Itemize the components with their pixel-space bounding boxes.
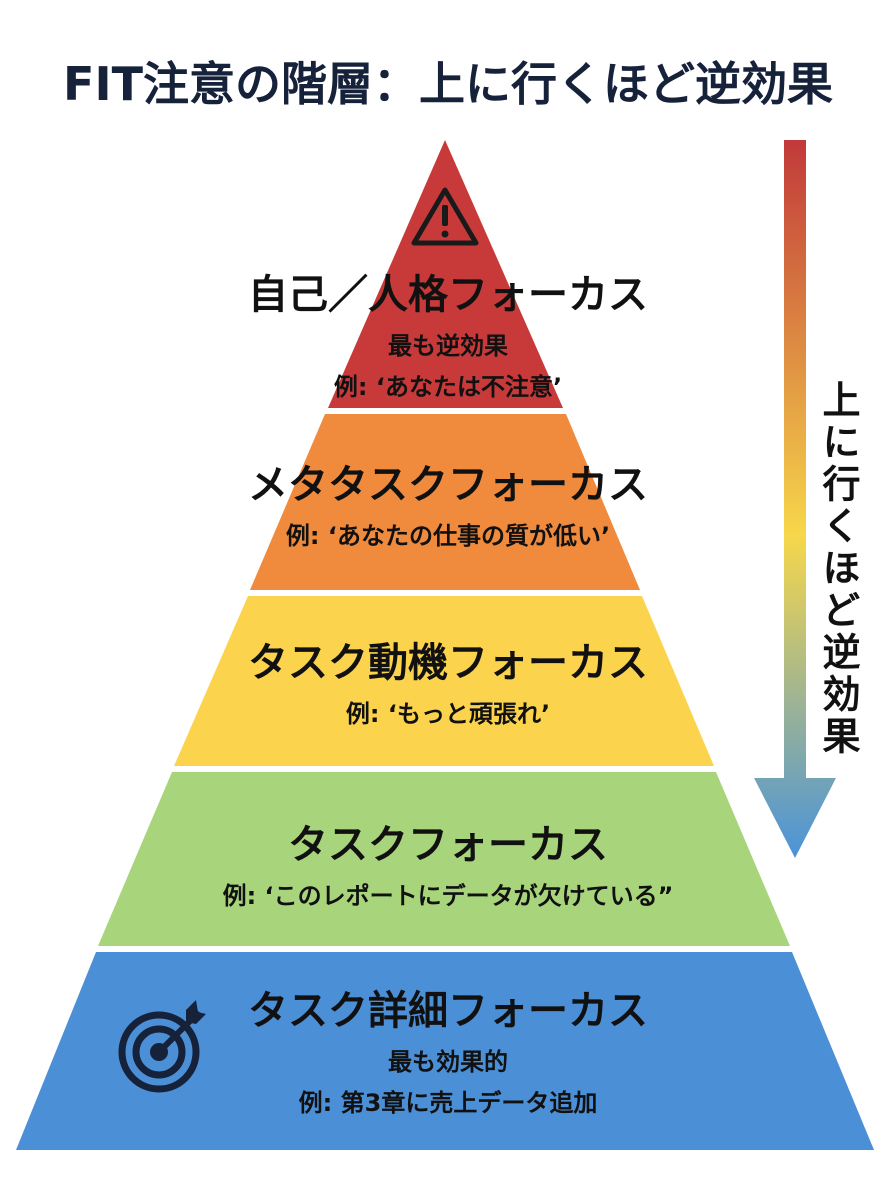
layer-4-text: タスクフォーカス 例: ‘このレポートにデータが欠けている” (0, 812, 896, 911)
layer-title: タスクフォーカス (288, 822, 608, 868)
layer-5-text: タスク詳細フォーカス 最も効果的 例: 第3章に売上データ追加 (0, 978, 896, 1118)
arrow-label: 上に行くほど逆効果 (816, 380, 860, 758)
layer-example: 例: 第3章に売上データ追加 (298, 1089, 598, 1117)
layer-example: 例: ‘もっと頑張れ’ (345, 700, 551, 728)
layer-example: 例: ‘あなたの仕事の質が低い’ (285, 522, 611, 550)
layer-3-text: タスク動機フォーカス 例: ‘もっと頑張れ’ (0, 630, 896, 729)
layer-1-text: 自己／人格フォーカス 最も逆効果 例: ‘あなたは不注意’ (0, 262, 896, 402)
target-icon (118, 1000, 206, 1093)
layer-title: メタタスクフォーカス (248, 462, 648, 508)
warning-icon (411, 187, 479, 246)
layer-2-shape (250, 414, 640, 590)
layer-3-shape (174, 596, 714, 766)
layer-5-shape (16, 952, 874, 1150)
layer-example: 例: ‘あなたは不注意’ (333, 373, 563, 401)
page-title: FIT注意の階層：上に行くほど逆効果 (63, 57, 833, 111)
layer-subtitle: 最も逆効果 (388, 332, 508, 360)
layer-title: タスク動機フォーカス (248, 640, 648, 686)
layer-subtitle: 最も効果的 (388, 1048, 508, 1076)
layer-1-shape (328, 140, 563, 408)
layer-example: 例: ‘このレポートにデータが欠けている” (222, 882, 674, 910)
layer-title: タスク詳細フォーカス (248, 988, 648, 1034)
layer-4-shape (98, 772, 790, 946)
layer-2-text: メタタスクフォーカス 例: ‘あなたの仕事の質が低い’ (0, 452, 896, 551)
layer-title: 自己／人格フォーカス (248, 272, 648, 318)
arrow-shape (754, 140, 836, 858)
